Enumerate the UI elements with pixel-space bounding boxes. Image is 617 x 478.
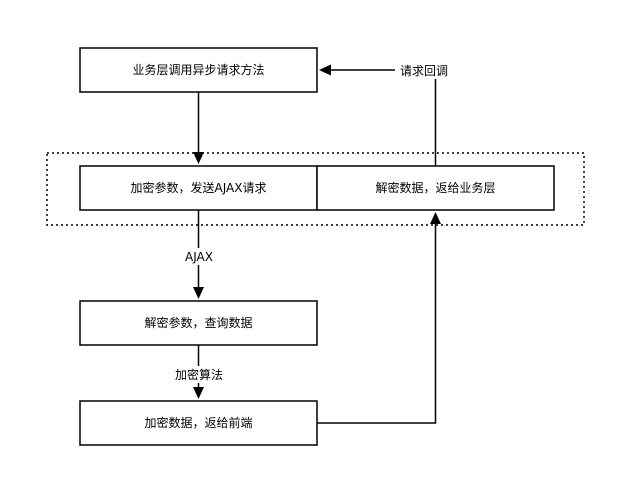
edge-encrypt-algorithm: 加密算法 [168,345,230,399]
edge-call-to-encrypt [193,92,204,164]
decrypt-query-node: 解密参数，查询数据 [79,300,318,346]
arrow-head-icon [430,212,441,224]
arrow-head-icon [193,387,204,399]
decrypt-query-label: 解密参数，查询数据 [144,315,252,330]
edge-ajax: AJAX [180,210,218,299]
arrow-head-icon [193,287,204,299]
encrypt-algorithm-label: 加密算法 [175,367,223,382]
encrypt-frontend-label: 加密数据，返给前端 [144,415,252,430]
encrypt-frontend-node: 加密数据，返给前端 [79,400,318,446]
client-crypto-group [46,152,585,226]
edge-return-to-client [317,212,441,424]
ajax-label: AJAX [185,250,213,264]
encrypt-send-label: 加密参数，发送AJAX请求 [131,180,267,195]
edge-request-callback: 请求回调 [319,62,453,166]
decrypt-return-label: 解密数据，返给业务层 [375,180,495,195]
business-call-node: 业务层调用异步请求方法 [79,47,318,93]
encrypt-send-node: 加密参数，发送AJAX请求 [79,165,318,211]
decrypt-return-node: 解密数据，返给业务层 [316,165,555,211]
arrow-head-icon [193,152,204,164]
arrow-head-icon [319,64,331,76]
request-callback-label: 请求回调 [400,64,448,78]
business-call-label: 业务层调用异步请求方法 [132,62,264,77]
